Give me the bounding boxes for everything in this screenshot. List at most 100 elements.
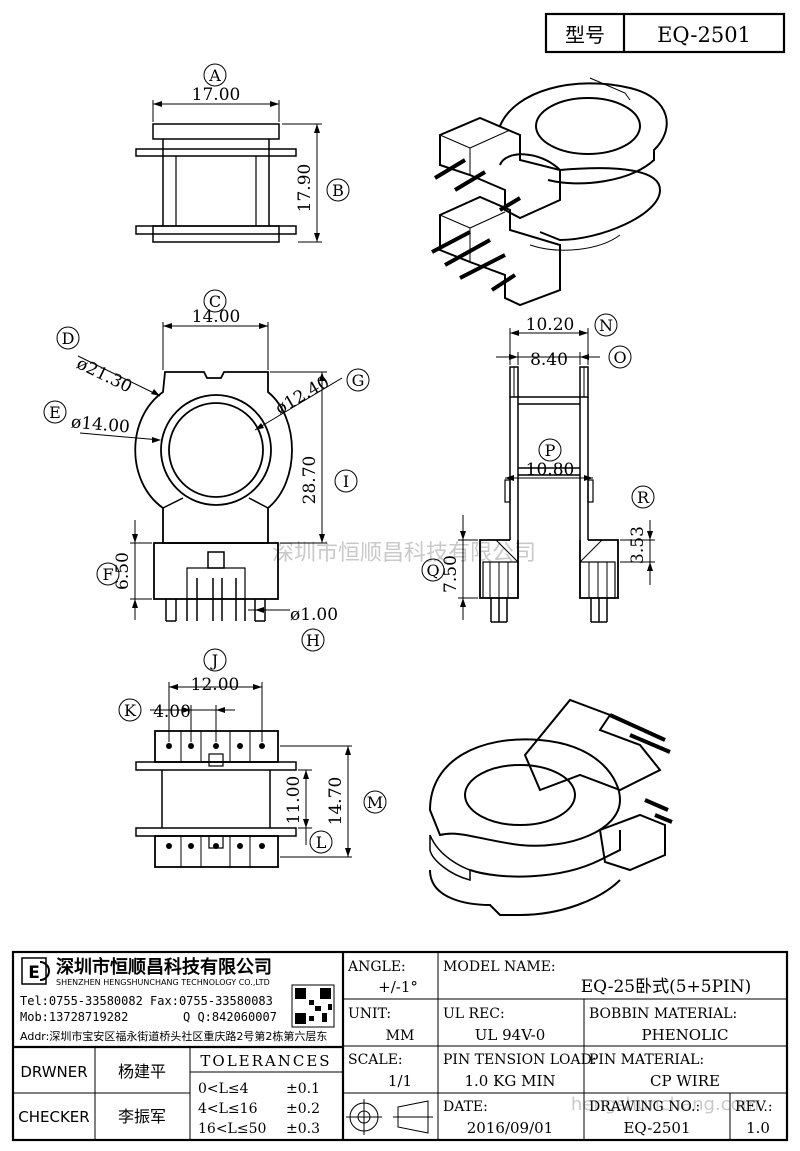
watermark-url: hengshunchang.com	[571, 1094, 759, 1115]
callouts: A B C D E F G H I J K L M N O P Q R	[43, 63, 655, 854]
title-block: E 深圳市恒顺昌科技有限公司 SHENZHEN HENGSHUNCHANG TE…	[11, 950, 789, 1142]
callout-p: P	[538, 438, 562, 462]
company-name-cn: 深圳市恒顺昌科技有限公司	[56, 956, 272, 978]
checker-label: CHECKER	[18, 1108, 89, 1126]
dim-o-value: 8.40	[530, 350, 568, 370]
callout-d: D	[56, 326, 80, 350]
svg-text:H: H	[306, 631, 320, 650]
callout-j: J	[203, 648, 227, 672]
callout-k: K	[118, 698, 142, 722]
dim-r-value: 3.53	[628, 526, 648, 564]
tolerances-title: TOLERANCES	[200, 1052, 331, 1070]
callout-h: H	[301, 628, 325, 652]
company-address: Addr:深圳市宝安区福永街道桥头社区重庆路2号第2栋第六层东	[20, 1029, 327, 1043]
callout-m: M	[363, 790, 387, 814]
drawing-no-value: EQ-2501	[623, 1119, 690, 1137]
svg-text:F: F	[102, 565, 113, 584]
callout-c: C	[203, 289, 227, 313]
drwner-name: 杨建平	[118, 1062, 166, 1081]
ul-rec-value: UL 94V-0	[475, 1026, 546, 1044]
callout-n: N	[594, 313, 618, 337]
dim-i-value: 28.70	[300, 456, 320, 505]
svg-text:I: I	[343, 472, 349, 491]
rev-label: REV.:	[735, 1099, 773, 1115]
dim-k-value: 4.00	[153, 702, 191, 722]
svg-text:R: R	[637, 488, 650, 507]
unit-value: MM	[386, 1028, 415, 1044]
rev-value: 1.0	[746, 1119, 770, 1137]
pin-tension-value: 1.0 KG MIN	[465, 1072, 556, 1090]
model-name-value: EQ-25卧式(5+5PIN)	[581, 977, 752, 997]
scale-label: SCALE:	[348, 1052, 403, 1068]
svg-text:A: A	[208, 66, 221, 85]
drawing-no-label: DRAWING NO.:	[589, 1099, 700, 1115]
callout-b: B	[326, 178, 350, 202]
model-name-label: MODEL NAME:	[443, 959, 556, 975]
bottom-view: 12.00 4.00 11.00 14.70	[135, 675, 352, 868]
dim-d-value: ø21.30	[73, 354, 135, 398]
ul-rec-label: UL REC:	[443, 1006, 505, 1022]
tol-value-3: ±0.3	[286, 1121, 320, 1137]
svg-text:L: L	[316, 833, 327, 852]
svg-text:P: P	[545, 441, 556, 460]
scale-value: 1/1	[388, 1072, 412, 1090]
angle-value: +/-1°	[378, 978, 418, 996]
svg-text:K: K	[124, 701, 137, 720]
company-tel: Tel:0755-33580082 Fax:0755-33580083	[20, 994, 273, 1008]
tol-range-2: 4<L≤16	[198, 1101, 258, 1117]
unit-label: UNIT:	[348, 1006, 391, 1022]
dim-j-value: 12.00	[191, 675, 240, 695]
tol-value-1: ±0.1	[286, 1081, 320, 1097]
svg-text:M: M	[367, 793, 383, 812]
bobbin-material-label: BOBBIN MATERIAL:	[589, 1006, 737, 1022]
svg-text:O: O	[613, 348, 626, 367]
callout-f: F	[96, 562, 120, 586]
callout-a: A	[203, 63, 227, 87]
callout-e: E	[43, 400, 67, 424]
top-view: 17.00 17.90	[135, 85, 322, 243]
svg-text:E: E	[28, 963, 40, 983]
qr-code	[291, 984, 335, 1028]
bobbin-material-value: PHENOLIC	[642, 1026, 729, 1044]
company-name-en: SHENZHEN HENGSHUNCHANG TECHNOLOGY CO.,LT…	[56, 978, 270, 987]
tol-range-3: 16<L≤50	[198, 1121, 266, 1137]
header-box: 型号 EQ-2501	[544, 12, 786, 54]
company-qq: Q Q:842060007	[183, 1010, 277, 1024]
callout-r: R	[631, 485, 655, 509]
drwner-label: DRWNER	[20, 1063, 87, 1081]
callout-o: O	[608, 345, 632, 369]
svg-text:D: D	[62, 329, 75, 348]
dim-m-value: 14.70	[326, 777, 346, 826]
company-mob: Mob:13728719282	[20, 1010, 128, 1024]
svg-text:C: C	[209, 292, 221, 311]
dim-l-value: 11.00	[284, 776, 304, 825]
svg-text:B: B	[332, 181, 344, 200]
svg-text:E: E	[49, 403, 61, 422]
callout-l: L	[309, 830, 333, 854]
svg-text:J: J	[210, 651, 218, 670]
dim-n-value: 10.20	[526, 315, 575, 335]
dim-e-value: ø14.00	[70, 412, 130, 437]
angle-label: ANGLE:	[347, 959, 406, 975]
dim-p-value: 10.80	[526, 460, 575, 480]
svg-text:N: N	[599, 316, 613, 335]
isometric-view-top	[431, 77, 668, 307]
dim-h-value: ø1.00	[290, 605, 338, 625]
company-logo: E	[21, 957, 50, 985]
callout-g: G	[346, 368, 370, 392]
dim-b-value: 17.90	[295, 164, 315, 213]
dim-q-value: 7.50	[441, 555, 461, 593]
tol-range-1: 0<L≤4	[198, 1081, 249, 1097]
pin-material-label: PIN MATERIAL:	[589, 1052, 704, 1068]
side-view: 10.20 8.40 10.80 3.53 7.50	[441, 315, 655, 623]
checker-name: 李振军	[118, 1107, 166, 1126]
model-label: 型号	[565, 23, 605, 47]
dim-f-value: 6.50	[113, 552, 133, 590]
isometric-view-bottom	[428, 698, 673, 916]
date-value: 2016/09/01	[467, 1119, 553, 1137]
pin-tension-label: PIN TENSION LOAD:	[443, 1052, 597, 1068]
svg-text:Q: Q	[426, 561, 439, 580]
projection-symbol-icon	[346, 1099, 433, 1135]
pin-material-value: CP WIRE	[650, 1072, 720, 1090]
